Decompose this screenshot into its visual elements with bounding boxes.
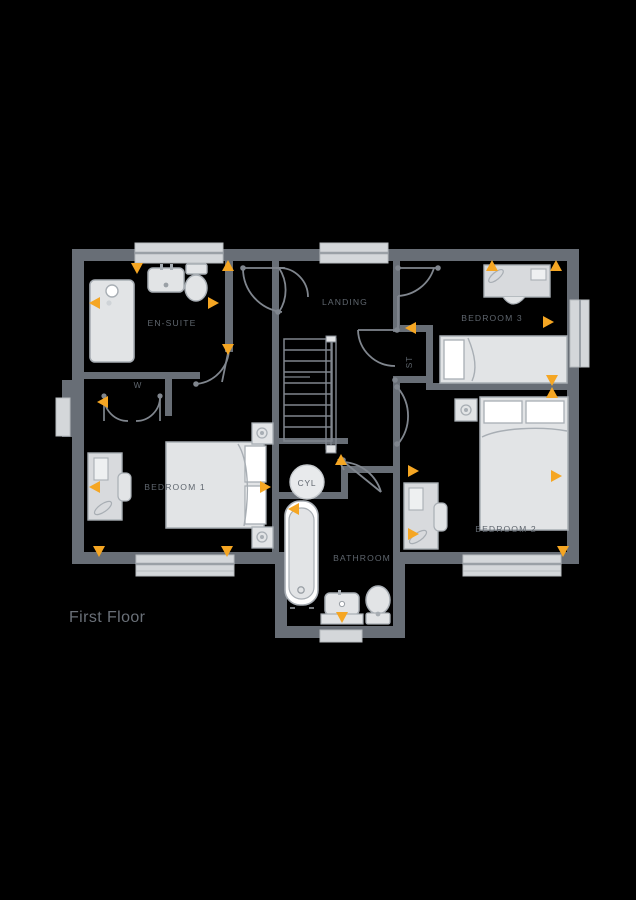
wall-bathroom-left <box>275 552 287 638</box>
dimension-arrow-down <box>557 546 569 557</box>
window-bedroom1-left <box>55 397 71 437</box>
toilet-bathroom <box>365 585 391 625</box>
dimension-arrows <box>89 260 569 623</box>
wall-bedroom2-left-lower <box>393 444 400 556</box>
dimension-arrow-right <box>408 528 419 540</box>
toilet-ensuite <box>184 263 208 302</box>
dimension-arrow-down <box>546 375 558 386</box>
dimension-arrow-down <box>93 546 105 557</box>
basin-ensuite <box>147 264 185 293</box>
wall-ensuite-right <box>225 261 233 352</box>
window-bathroom-bottom <box>319 629 363 643</box>
wall-exterior-left-lower <box>72 437 84 564</box>
wall-wardrobe-right <box>165 372 172 416</box>
wall-exterior-left-upper <box>72 249 84 380</box>
wall-store-bottom <box>393 376 433 383</box>
dimension-arrow-left <box>97 396 108 408</box>
bedside-table-bedroom2 <box>454 398 478 422</box>
dimension-arrow-left <box>288 503 299 515</box>
wall-landing-bottom <box>341 466 393 473</box>
bath-tub <box>284 500 319 609</box>
window-bedroom3-right <box>569 299 590 368</box>
bedside-table-bedroom1-bottom <box>251 526 274 549</box>
wall-bedroom1-right <box>272 333 279 559</box>
bedroom1-furniture <box>87 422 274 549</box>
dimension-arrow-up <box>335 454 347 465</box>
dimension-arrow-right <box>543 316 554 328</box>
room-label-bedroom-3: BEDROOM 3 <box>461 313 522 323</box>
door-swing-ensuite-lobby <box>242 267 283 313</box>
cylinder-tank <box>289 464 325 500</box>
door-store <box>357 329 398 383</box>
dimension-arrow-right <box>260 481 271 493</box>
wall-bedroom3-bottom <box>426 383 579 390</box>
dimension-arrow-up <box>486 260 498 271</box>
wall-exterior-right <box>567 249 579 564</box>
wall-bedroom2-left-upper <box>393 376 400 451</box>
room-label-cylinder: CYL <box>298 478 317 488</box>
room-label-wardrobe: W <box>134 381 143 390</box>
window-ensuite-top <box>134 242 224 264</box>
double-bed-bedroom1 <box>165 441 267 529</box>
room-label-bathroom: BATHROOM <box>333 553 391 563</box>
stair-handrail <box>325 335 337 454</box>
wall-store-right <box>426 325 433 383</box>
wall-bathroom-right <box>393 552 405 638</box>
page-title: First Floor <box>69 609 146 626</box>
dimension-arrow-left <box>405 322 416 334</box>
bedroom3-furniture <box>439 264 568 384</box>
dimension-arrow-down <box>336 612 348 623</box>
wall-cyl-right <box>341 470 348 499</box>
room-label-bedroom-2: BEDROOM 2 <box>475 524 536 534</box>
door-leaf-bedroom3 <box>399 265 441 271</box>
wardrobe-bedroom1 <box>87 452 132 521</box>
windows-group <box>55 242 590 643</box>
window-bedroom2-bottom <box>462 554 562 577</box>
dimension-arrow-left <box>89 297 100 309</box>
ensuite-fixtures <box>89 263 208 363</box>
bedside-table-bedroom1-top <box>251 422 274 445</box>
door-bedroom3 <box>394 265 435 333</box>
room-labels: EN-SUITE LANDING BEDROOM 3 BEDROOM 1 BED… <box>134 297 536 563</box>
single-bed-bedroom3 <box>439 335 568 384</box>
window-bedroom3-top <box>319 242 389 264</box>
wall-landing-right-upper <box>393 261 400 325</box>
staircase <box>283 335 337 454</box>
shower-tray <box>89 279 135 363</box>
dimension-arrow-up <box>222 260 234 271</box>
wall-ensuite-bottom <box>84 372 200 379</box>
room-label-bedroom-1: BEDROOM 1 <box>144 482 205 492</box>
door-bedroom2 <box>394 384 409 447</box>
dimension-arrow-right <box>551 470 562 482</box>
dimension-arrow-up <box>550 260 562 271</box>
dimension-arrow-down <box>222 344 234 355</box>
room-label-en-suite: EN-SUITE <box>148 318 197 328</box>
room-label-store: ST <box>405 356 414 368</box>
dimension-arrow-right <box>208 297 219 309</box>
room-label-landing: LANDING <box>322 297 368 307</box>
wall-landing-left-upper <box>272 261 279 333</box>
dimension-arrow-right <box>408 465 419 477</box>
dimension-arrow-left <box>89 481 100 493</box>
double-bed-bedroom2 <box>479 396 569 531</box>
window-bedroom1-bottom <box>135 554 235 577</box>
dimension-arrow-down <box>221 546 233 557</box>
dimension-arrow-up <box>546 387 558 398</box>
dimension-arrow-down <box>131 263 143 274</box>
